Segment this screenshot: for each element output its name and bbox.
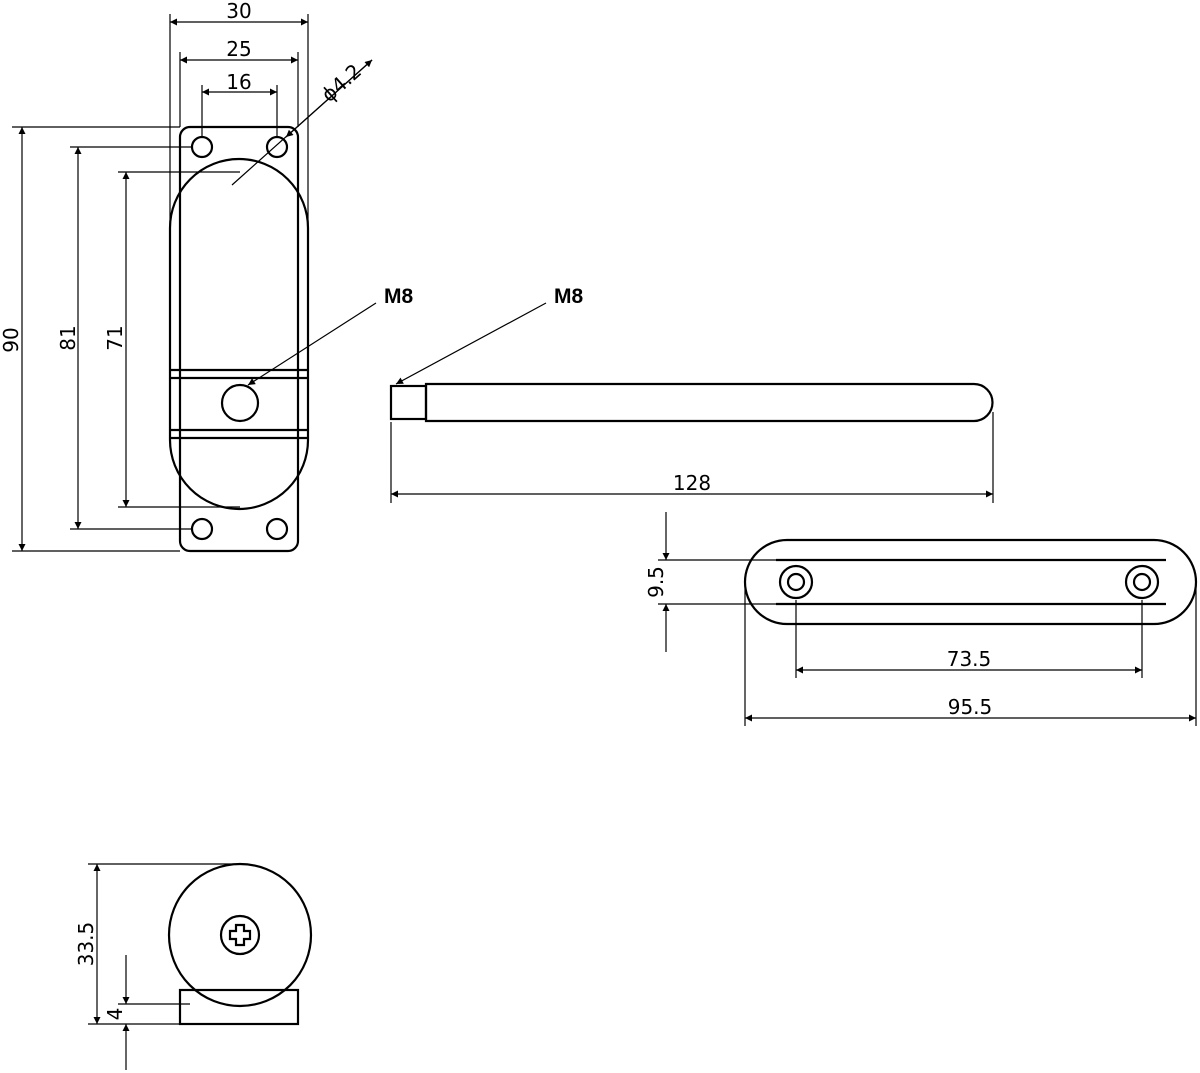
thread-label-arm: M8 — [554, 285, 583, 308]
mounting-plate-outline — [178, 125, 300, 553]
arm-outline — [424, 382, 994, 423]
m8-stub — [389, 384, 428, 421]
rail-hole-left — [778, 564, 814, 600]
front-view — [168, 125, 310, 553]
dim-16: 16 — [226, 70, 251, 94]
rail-top-view: 9.5 73.5 95.5 — [644, 512, 1198, 726]
end-base-plate — [178, 988, 300, 1026]
dim-30: 30 — [226, 0, 251, 23]
rail-hole-right — [1124, 564, 1160, 600]
dim-25: 25 — [226, 37, 251, 61]
dim-4: 4 — [103, 1008, 127, 1021]
dim-33-5: 33.5 — [74, 922, 98, 967]
height-dimensions: 90 81 71 — [0, 126, 240, 552]
mounting-hole-tr — [265, 135, 289, 159]
body-outline — [168, 157, 310, 511]
screw-head — [219, 914, 261, 956]
phillips-screw-icon — [228, 923, 252, 947]
dim-81: 81 — [56, 325, 80, 350]
end-view: 33.5 4 — [74, 862, 313, 1070]
dim-hole-diameter: ϕ4.2 — [317, 59, 367, 107]
arm-side-view: M8 128 — [389, 285, 994, 503]
dim-95-5: 95.5 — [948, 695, 993, 719]
dim-71: 71 — [103, 325, 127, 350]
thread-label-front: M8 — [384, 285, 413, 308]
dim-73-5: 73.5 — [947, 647, 992, 671]
thread-callout-front: M8 — [247, 285, 413, 386]
mounting-hole-tl — [190, 135, 214, 159]
width-dimensions: 30 25 16 ϕ4.2 — [169, 0, 373, 228]
dim-90: 90 — [0, 327, 23, 352]
mounting-hole-br — [265, 517, 289, 541]
dim-9-5: 9.5 — [644, 566, 668, 598]
m8-spindle — [220, 383, 260, 423]
end-body-circle — [167, 862, 313, 1008]
mounting-hole-bl — [190, 517, 214, 541]
dim-128: 128 — [673, 471, 711, 495]
